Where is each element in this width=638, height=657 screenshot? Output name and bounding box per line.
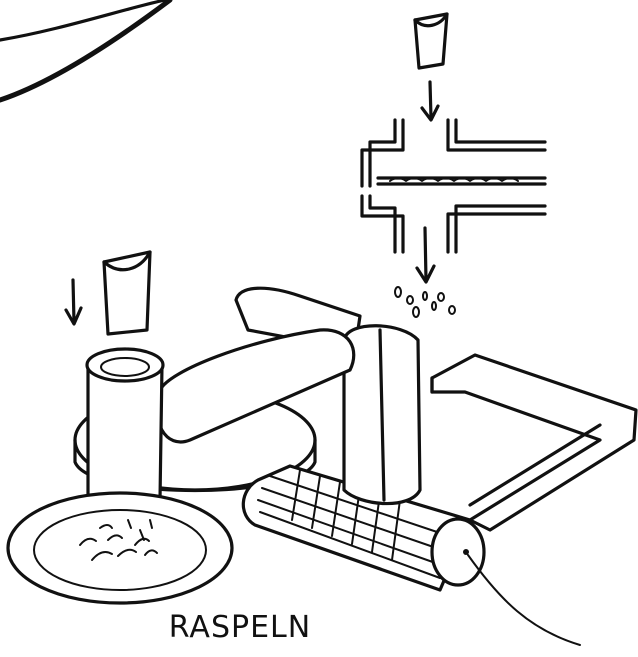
funnel-cross-section xyxy=(362,120,545,252)
down-arrow-left xyxy=(66,280,81,324)
falling-crumbs xyxy=(395,287,455,317)
cup-left xyxy=(104,252,150,334)
plate xyxy=(8,493,232,603)
arm-pillar xyxy=(344,326,420,504)
down-arrow-funnel xyxy=(417,228,434,282)
cup-top-right xyxy=(415,14,447,68)
curved-arc xyxy=(0,0,170,100)
hopper-tube xyxy=(87,349,163,511)
tray-frame xyxy=(432,355,636,530)
caption-label: RASPELN xyxy=(0,610,480,645)
down-arrow-right xyxy=(422,82,438,120)
